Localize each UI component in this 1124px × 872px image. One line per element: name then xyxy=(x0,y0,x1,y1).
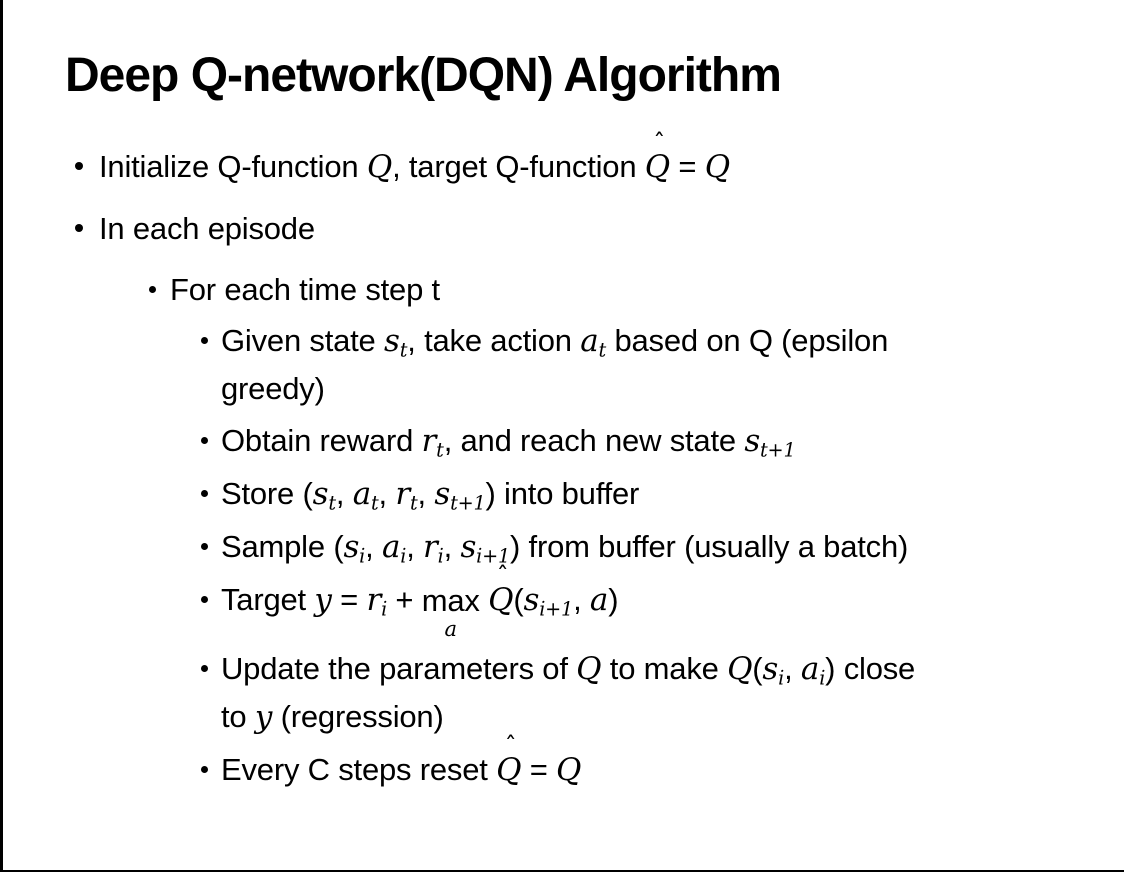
bullet-dot-icon xyxy=(199,576,221,604)
math-variable: r xyxy=(423,529,438,566)
math-variable: Q xyxy=(727,650,753,687)
bullet-text: Initialize Q-function Q, target Q-functi… xyxy=(99,129,1124,191)
math-subscript: i xyxy=(400,544,407,568)
math-variable: s xyxy=(434,476,451,513)
math-subscript: i xyxy=(437,544,444,568)
math-variable: a xyxy=(580,323,599,360)
math-subscript: t xyxy=(371,491,379,515)
bullet-text: Update the parameters of Q to make Q(si,… xyxy=(221,650,916,735)
math-subscript: t xyxy=(410,491,418,515)
bullet-dot-icon xyxy=(65,143,99,171)
bullet-list: Initialize Q-function Q, target Q-functi… xyxy=(3,129,1124,794)
bullet-item: In each episode xyxy=(3,205,1124,252)
math-variable: Q xyxy=(556,751,582,788)
bullet-text: For each time step t xyxy=(170,272,440,308)
math-variable: a xyxy=(800,650,820,687)
bullet-item: Update the parameters of Q to make Q(si,… xyxy=(3,645,1124,741)
bullet-dot-icon xyxy=(65,205,99,233)
math-subscript: i+1 xyxy=(476,544,511,568)
math-subscript: i xyxy=(819,666,826,690)
math-variable: s xyxy=(762,650,779,687)
bullet-dot-icon xyxy=(199,417,221,445)
bullet-item: For each time step t xyxy=(3,266,1124,313)
math-variable: s xyxy=(460,529,477,566)
bullet-dot-icon xyxy=(199,470,221,498)
bullet-item: Obtain reward rt, and reach new state st… xyxy=(3,417,1124,465)
math-variable: Q xyxy=(576,650,602,687)
math-variable: s xyxy=(312,476,329,513)
bullet-dot-icon xyxy=(199,746,221,773)
bullet-dot-icon xyxy=(199,523,221,551)
math-variable: y xyxy=(254,698,273,735)
bullet-item: Given state st, take action at based on … xyxy=(3,317,1124,412)
bullet-text: Obtain reward rt, and reach new state st… xyxy=(221,423,796,462)
bullet-item: Sample (si, ai, ri, si+1) from buffer (u… xyxy=(3,523,1124,571)
bullet-text: Store (st, at, rt, st+1) into buffer xyxy=(221,476,640,515)
math-variable: r xyxy=(421,423,437,460)
bullet-dot-icon xyxy=(199,317,221,345)
math-variable: Q xyxy=(704,149,730,186)
math-subscript: i xyxy=(381,597,388,621)
math-variable: s xyxy=(384,323,400,360)
math-variable: y xyxy=(314,582,332,619)
math-variable: a xyxy=(352,476,372,513)
math-variable: r xyxy=(395,476,410,513)
math-subscript: t+1 xyxy=(450,491,486,515)
math-subscript: t xyxy=(399,338,408,362)
bullet-item: Initialize Q-function Q, target Q-functi… xyxy=(3,129,1124,191)
math-variable: s xyxy=(744,423,761,460)
math-variable: Q xyxy=(366,149,393,186)
math-variable: s xyxy=(343,529,360,566)
math-subscript: t xyxy=(598,338,607,362)
math-subscript: t xyxy=(328,491,336,515)
math-subscript: i xyxy=(778,666,785,690)
bullet-text: Sample (si, ai, ri, si+1) from buffer (u… xyxy=(221,529,909,568)
math-subscript: t xyxy=(436,438,444,462)
math-subscript: t+1 xyxy=(760,438,796,462)
bullet-dot-icon xyxy=(199,645,221,672)
bullet-item: Store (st, at, rt, st+1) into buffer xyxy=(3,470,1124,518)
bullet-dot-icon xyxy=(147,266,170,294)
math-subscript: i+1 xyxy=(539,597,574,621)
math-variable: a xyxy=(589,582,609,619)
math-variable: r xyxy=(366,582,382,619)
math-subscript: i xyxy=(359,544,366,568)
math-variable: s xyxy=(523,582,540,619)
math-variable: a xyxy=(381,529,401,566)
bullet-text: In each episode xyxy=(99,211,315,247)
slide-title: Deep Q-network(DQN) Algorithm xyxy=(65,49,782,102)
bullet-text: Given state st, take action at based on … xyxy=(221,323,889,407)
